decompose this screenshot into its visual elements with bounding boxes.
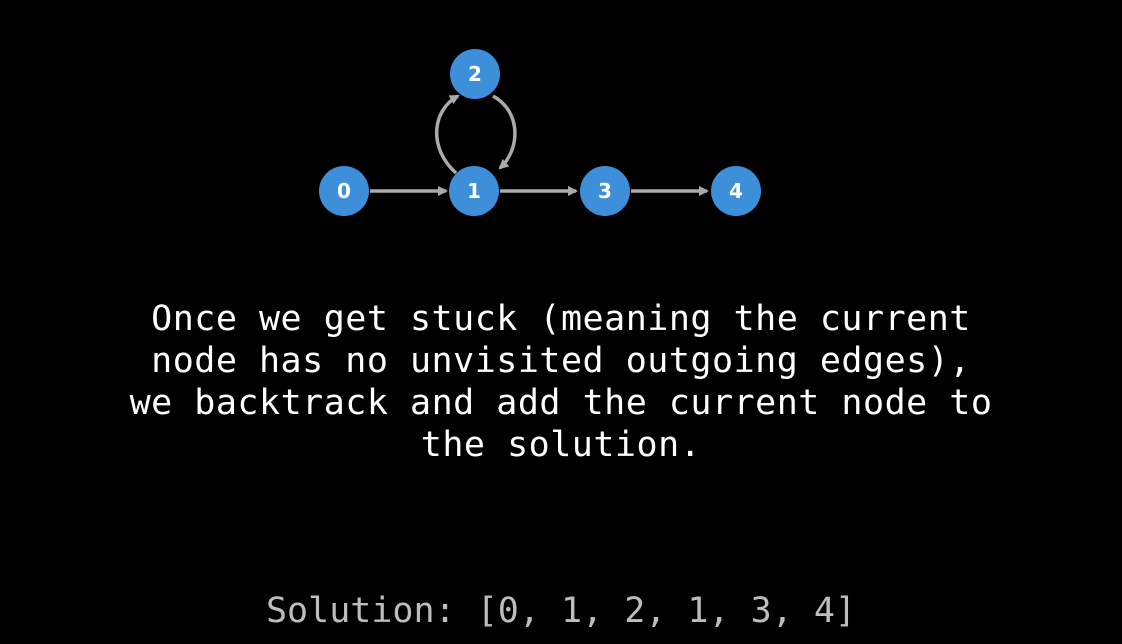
node-2: 2 bbox=[450, 49, 500, 99]
node-1-label: 1 bbox=[467, 179, 481, 203]
explanation-line: the solution. bbox=[420, 425, 702, 465]
node-1: 1 bbox=[449, 166, 499, 216]
solution-text: Solution: [0, 1, 2, 1, 3, 4] bbox=[265, 591, 856, 631]
node-2-label: 2 bbox=[468, 62, 482, 86]
node-4-label: 4 bbox=[729, 179, 743, 203]
edge-2-1 bbox=[492, 94, 517, 170]
explanation-line: node has no unvisited outgoing edges), bbox=[151, 341, 971, 381]
node-3: 3 bbox=[580, 166, 630, 216]
explanation-line: we backtrack and add the current node to bbox=[129, 383, 993, 423]
node-3-label: 3 bbox=[598, 179, 612, 203]
node-0-label: 0 bbox=[337, 179, 351, 203]
explanation-text: Once we get stuck (meaning the current n… bbox=[0, 298, 1122, 466]
node-0: 0 bbox=[319, 166, 369, 216]
edge-1-2 bbox=[434, 94, 460, 175]
node-4: 4 bbox=[711, 166, 761, 216]
directed-graph: 0 1 2 3 4 bbox=[319, 49, 761, 216]
explanation-line: Once we get stuck (meaning the current bbox=[151, 299, 971, 339]
